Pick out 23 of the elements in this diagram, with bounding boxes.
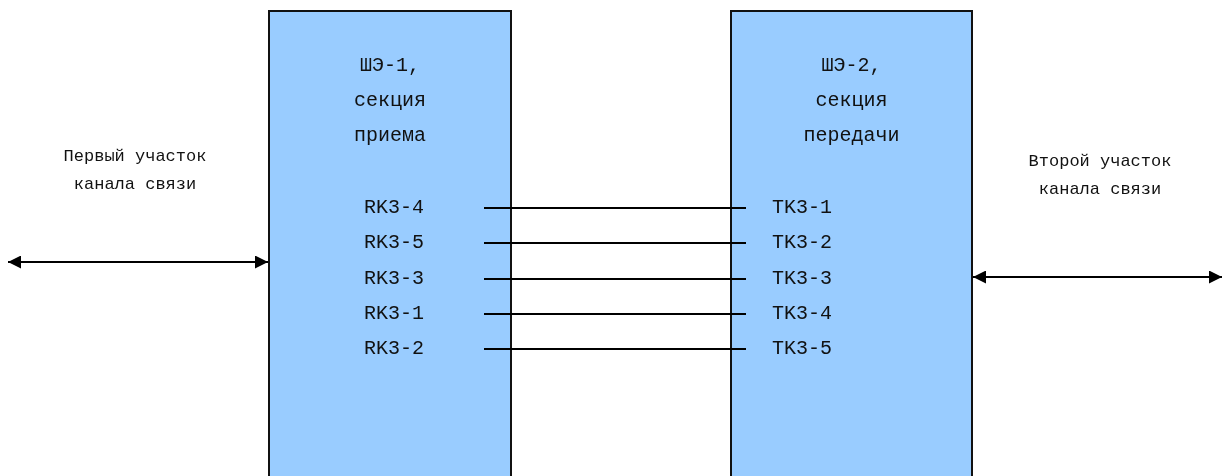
port-label: TK3-3: [746, 266, 876, 292]
block-title: ШЭ-2, секция передачи: [802, 53, 901, 149]
block-title: ШЭ-1, секция приема: [353, 53, 427, 149]
port-label: TK3-2: [746, 230, 876, 256]
connection-line: [483, 348, 747, 350]
port-label: RK3-2: [364, 336, 484, 362]
port-label: RK3-3: [364, 266, 484, 292]
double-arrow: [7, 255, 269, 269]
connection-line: [483, 242, 747, 244]
connection-line: [483, 278, 747, 280]
port-label: RK3-4: [364, 195, 484, 221]
port-label: TK3-4: [746, 301, 876, 327]
channel-label: Второй участок канала связи: [1027, 151, 1173, 201]
connection-line: [483, 313, 747, 315]
connection-line: [483, 207, 747, 209]
cabinet-block: [730, 10, 973, 476]
channel-label: Первый участок канала связи: [62, 146, 208, 196]
port-label: TK3-5: [746, 336, 876, 362]
cabinet-block: [268, 10, 512, 476]
port-label: RK3-1: [364, 301, 484, 327]
double-arrow: [972, 270, 1223, 284]
port-label: TK3-1: [746, 195, 876, 221]
port-label: RK3-5: [364, 230, 484, 256]
